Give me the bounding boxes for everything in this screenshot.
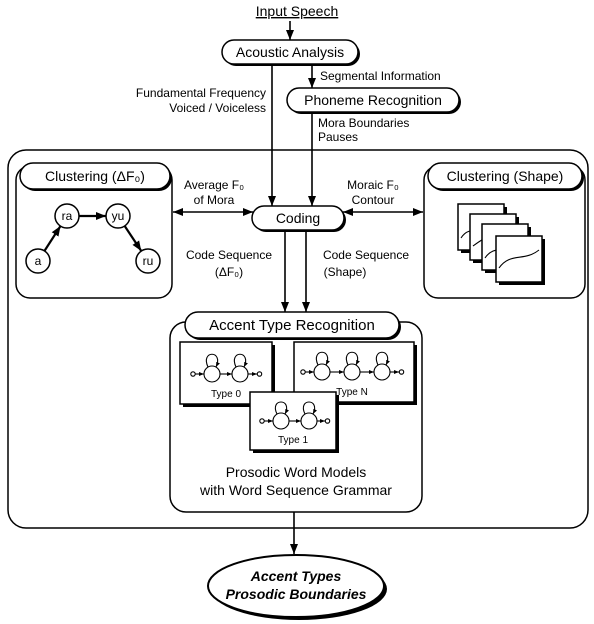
cluster-node-label: ru [143, 254, 154, 268]
hmm-exit-node [256, 371, 263, 377]
clustering-shape-panel: Clustering (Shape) [423, 162, 586, 299]
hmm-self-loop [345, 351, 360, 366]
code-sequence-df0-sub: (ΔF₀) [215, 265, 243, 279]
pauses-label: Pauses [318, 130, 358, 144]
phoneme-recognition-label: Phoneme Recognition [304, 92, 442, 108]
hmm-state [272, 412, 290, 430]
accent-types-label: Accent Types [250, 568, 342, 584]
acoustic-analysis-box: Acoustic Analysis [221, 39, 360, 66]
hmm-exit-node [398, 369, 405, 375]
type-n-label: Type N [336, 387, 368, 398]
voiced-voiceless-label: Voiced / Voiceless [169, 101, 266, 115]
output-ellipse: Accent Types Prosodic Boundaries [207, 554, 387, 620]
hmm-self-loop [205, 353, 220, 368]
cluster-node-label: ra [62, 209, 73, 223]
clustering-df0-title: Clustering (ΔF₀) [45, 168, 145, 184]
contour-shape-card [495, 235, 545, 285]
hmm-self-loop [233, 353, 248, 368]
clustering-shape-title: Clustering (Shape) [447, 168, 564, 184]
code-sequence-shape-label: Code Sequence [323, 248, 409, 262]
arrow-a-to-ra [43, 225, 62, 252]
hmm-entry-node [300, 369, 306, 375]
cluster-node-label: yu [112, 209, 125, 223]
hmm-self-loop [315, 351, 330, 366]
hmm-entry-node [190, 371, 196, 377]
prosodic-word-models-label: Prosodic Word Models [226, 464, 367, 480]
cluster-node-label: a [35, 254, 42, 268]
hmm-self-loop [274, 401, 290, 415]
type-0-label: Type 0 [211, 389, 241, 400]
fundamental-frequency-label: Fundamental Frequency [136, 86, 266, 100]
prosodic-boundaries-label: Prosodic Boundaries [226, 586, 367, 602]
hmm-state [231, 365, 249, 383]
accent-type-recognition-panel: Accent Type Recognition Type 0 [169, 311, 423, 513]
moraic-f0-label: Moraic F₀ [347, 178, 399, 192]
cluster-node-ra: ra [54, 203, 80, 229]
code-sequence-shape-sub: (Shape) [324, 265, 367, 279]
cluster-node-yu: yu [105, 203, 131, 229]
mora-boundaries-label: Mora Boundaries [318, 116, 409, 130]
acoustic-analysis-label: Acoustic Analysis [236, 44, 344, 60]
cluster-node-ru: ru [135, 248, 161, 274]
code-sequence-df0-label: Code Sequence [186, 248, 272, 262]
of-mora-label: of Mora [194, 193, 235, 207]
hmm-exit-node [324, 418, 331, 424]
hmm-state [343, 363, 361, 381]
coding-box: Coding [251, 205, 346, 232]
coding-label: Coding [276, 210, 320, 226]
contour-label: Contour [352, 193, 395, 207]
segmental-information-label: Segmental Information [320, 69, 441, 83]
word-sequence-grammar-label: with Word Sequence Grammar [199, 482, 392, 498]
arrow-yu-to-ru [123, 225, 143, 252]
hmm-state [300, 412, 318, 430]
hmm-self-loop [375, 351, 390, 366]
phoneme-recognition-box: Phoneme Recognition [286, 87, 461, 114]
clustering-df0-panel: Clustering (ΔF₀) ra yu a ru [15, 162, 173, 299]
type-1-model: Type 1 [249, 391, 339, 453]
hmm-self-loop [302, 401, 318, 415]
hmm-entry-node [259, 418, 265, 424]
hmm-state [373, 363, 391, 381]
hmm-state [203, 365, 221, 383]
average-f0-label: Average F₀ [184, 178, 244, 192]
recognition-system-frame [7, 149, 589, 529]
input-speech-label: Input Speech [256, 3, 339, 19]
hmm-state [313, 363, 331, 381]
cluster-node-a: a [25, 248, 51, 274]
type-1-label: Type 1 [278, 435, 308, 446]
accent-type-recognition-title: Accent Type Recognition [209, 317, 375, 334]
